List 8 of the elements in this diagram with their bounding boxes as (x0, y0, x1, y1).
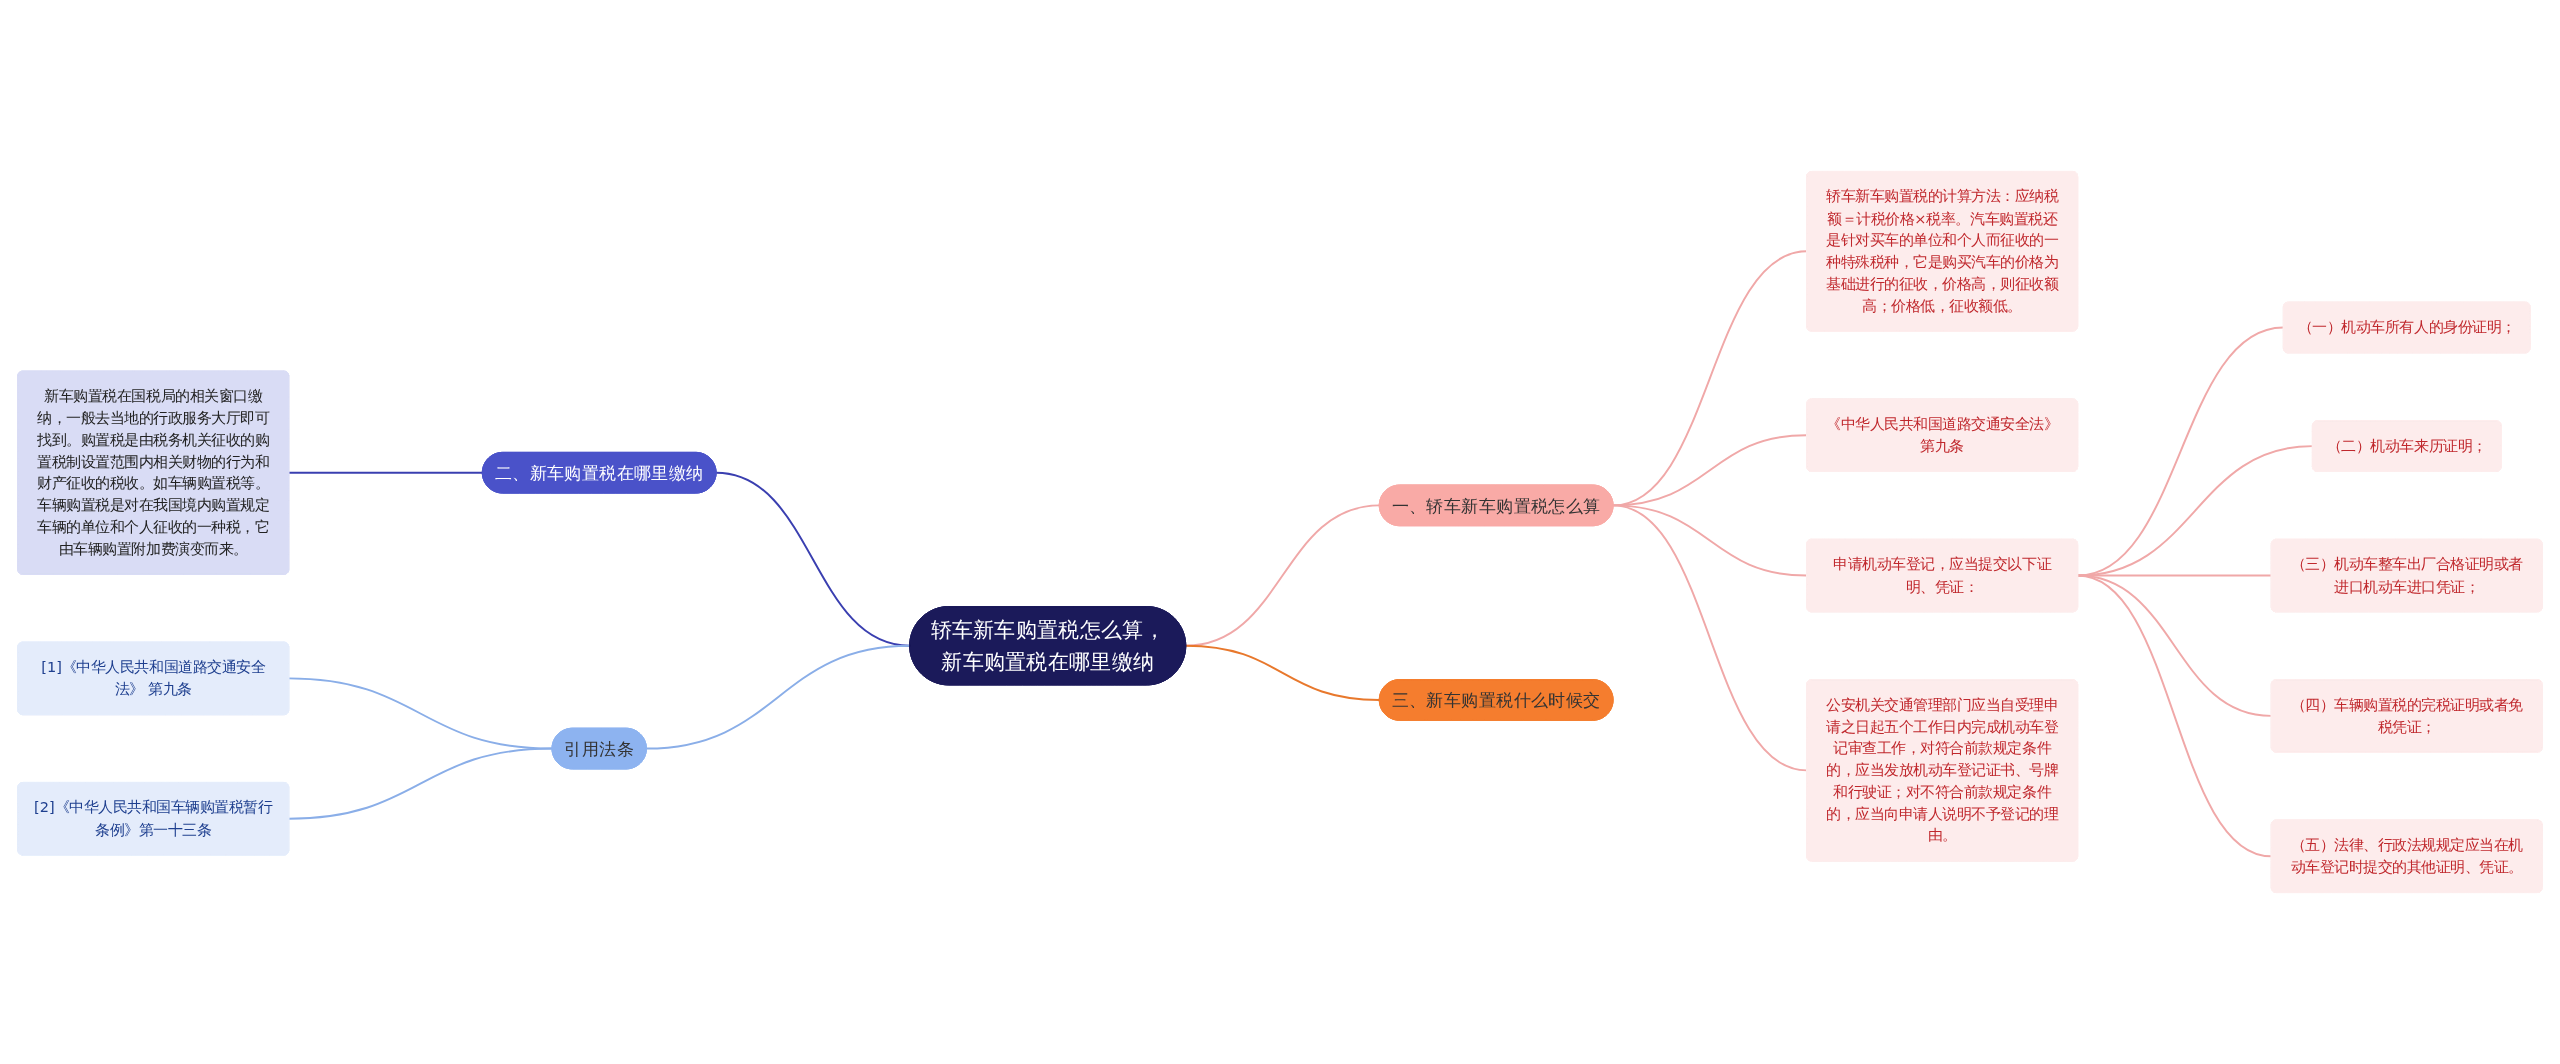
connector (1612, 504, 1808, 772)
connector (645, 644, 911, 750)
connector (287, 471, 484, 474)
connector (287, 747, 553, 820)
connector (1184, 644, 1381, 701)
connector (1612, 504, 1808, 577)
connector (2076, 326, 2285, 577)
connector (2076, 574, 2273, 858)
